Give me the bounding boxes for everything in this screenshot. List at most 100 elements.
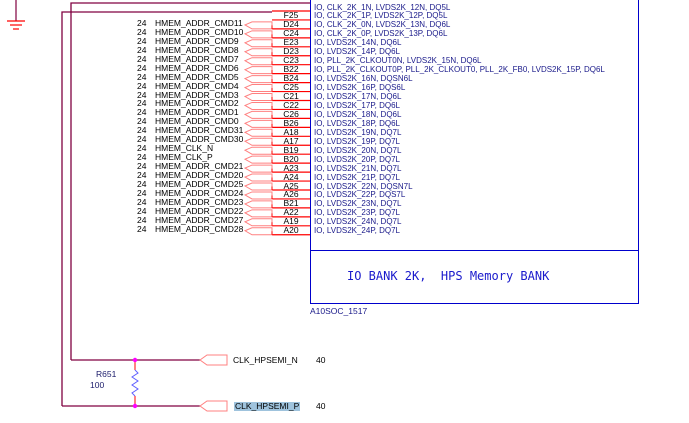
pin-number: A18 <box>283 126 299 137</box>
port-label-clk-p[interactable]: CLK_HPSEMI_P <box>234 401 301 411</box>
net-label[interactable]: HMEM_ADDR_CMD24 <box>155 187 244 198</box>
pin-number: B22 <box>283 64 299 75</box>
net-label[interactable]: HMEM_ADDR_CMD6 <box>155 62 239 73</box>
pin-number: C25 <box>283 82 299 93</box>
net-page-ref: 24 <box>137 89 147 100</box>
resistor-ref[interactable]: R651 <box>96 369 117 379</box>
net-label[interactable]: HMEM_ADDR_CMD7 <box>155 53 239 64</box>
net-label[interactable]: HMEM_ADDR_CMD22 <box>155 205 244 216</box>
pin-function: IO, CLK_2K_0N, LVDS2K_13N, DQ6L <box>314 20 451 30</box>
net-label[interactable]: HMEM_ADDR_CMD1 <box>155 107 239 118</box>
net-page-ref: 24 <box>137 44 147 55</box>
wire-clk-p <box>61 11 272 406</box>
net-page-ref: 24 <box>137 214 147 225</box>
net-label[interactable]: HMEM_ADDR_CMD0 <box>155 116 239 127</box>
pin-number: A24 <box>283 171 299 182</box>
net-label[interactable]: HMEM_ADDR_CMD3 <box>155 89 239 100</box>
pin-number: B19 <box>283 144 299 155</box>
bank-title: IO BANK 2K, HPS Memory BANK <box>347 269 550 283</box>
pin-function: IO, LVDS2K_18N, DQ6L <box>314 109 402 119</box>
pin-number: C24 <box>283 28 299 39</box>
net-port-icon <box>243 110 273 119</box>
pin-number: C22 <box>283 99 299 110</box>
net-port-icon <box>243 200 273 209</box>
net-port-icon <box>243 155 273 164</box>
net-page-ref: 24 <box>137 134 147 145</box>
pin-function: IO, LVDS2K_18P, DQ6L <box>314 118 400 128</box>
pin-function: IO, CLK_2K_0P, LVDS2K_13P, DQ6L <box>314 29 448 39</box>
pin-function: IO, LVDS2K_17P, DQ6L <box>314 100 400 110</box>
component-body <box>310 0 639 304</box>
net-label[interactable]: HMEM_ADDR_CMD21 <box>155 161 244 172</box>
net-port-icon <box>243 209 273 218</box>
pin-number: B21 <box>283 198 299 209</box>
pin-function: IO, LVDS2K_14P, DQ6L <box>314 47 400 57</box>
net-label[interactable]: HMEM_CLK_N <box>155 143 214 154</box>
pin-function: IO, PLL_2K_CLKOUT0P, PLL_2K_CLKOUT0, PLL… <box>314 65 605 75</box>
pin-number: F25 <box>283 10 299 21</box>
net-label[interactable]: HMEM_ADDR_CMD23 <box>155 196 244 207</box>
junction-dot <box>132 357 138 363</box>
net-port-icon <box>243 39 273 48</box>
net-label[interactable]: HMEM_ADDR_CMD25 <box>155 179 244 189</box>
net-port-icon <box>243 21 273 30</box>
net-page-ref: 24 <box>137 125 147 136</box>
net-port-icon <box>243 84 273 93</box>
net-label[interactable]: HMEM_ADDR_CMD20 <box>155 170 244 181</box>
pin-number: C21 <box>283 91 299 101</box>
net-page-ref: 24 <box>137 223 147 234</box>
net-label[interactable]: HMEM_ADDR_CMD5 <box>155 71 239 82</box>
net-port-icon <box>243 66 273 75</box>
net-label[interactable]: HMEM_ADDR_CMD8 <box>155 44 239 55</box>
net-label[interactable]: HMEM_CLK_P <box>155 152 213 163</box>
port-page-clk-p: 40 <box>316 401 326 411</box>
resistor-icon <box>131 369 139 397</box>
pin-function: IO, CLK_2K_1P, LVDS2K_12P, DQ5L <box>314 11 448 21</box>
pin-function: IO, LVDS2K_19N, DQ7L <box>314 127 402 137</box>
net-port-icon <box>243 218 273 227</box>
pin-number: A19 <box>283 216 299 227</box>
pin-function: IO, LVDS2K_19P, DQ7L <box>314 136 400 146</box>
net-port-icon <box>243 93 273 101</box>
net-label[interactable]: HMEM_ADDR_CMD4 <box>155 80 239 91</box>
pin-number: A22 <box>283 207 299 218</box>
port-label-clk-n[interactable]: CLK_HPSEMI_N <box>233 355 298 365</box>
wire-clk-n <box>70 2 310 360</box>
net-label[interactable]: HMEM_ADDR_CMD31 <box>155 125 244 136</box>
junction-dot <box>132 403 138 409</box>
pin-number: C26 <box>283 108 299 119</box>
pin-function: IO, LVDS2K_24N, DQ7L <box>314 217 402 227</box>
pin-function: IO, PLL_2K_CLKOUT0N, LVDS2K_15N, DQ6L <box>314 56 482 66</box>
pin-number: D24 <box>283 19 299 30</box>
net-port-icon <box>243 30 273 39</box>
net-label[interactable]: HMEM_ADDR_CMD30 <box>155 134 244 145</box>
net-label[interactable]: HMEM_ADDR_CMD9 <box>155 35 239 46</box>
pin-function: IO, LVDS2K_21P, DQ7L <box>314 172 400 182</box>
net-label[interactable]: HMEM_ADDR_CMD27 <box>155 214 244 225</box>
pin-number: B24 <box>283 73 299 84</box>
resistor-value: 100 <box>90 380 105 390</box>
net-page-ref: 24 <box>137 80 147 91</box>
net-label[interactable]: HMEM_ADDR_CMD10 <box>155 26 244 37</box>
net-label[interactable]: HMEM_ADDR_CMD2 <box>155 98 239 109</box>
pin-number: A25 <box>283 180 299 191</box>
net-label[interactable]: HMEM_ADDR_CMD28 <box>155 223 244 234</box>
component-ref[interactable]: A10SOC_1517 <box>310 306 368 316</box>
pin-function: IO, CLK_2K_1N, LVDS2K_12N, DQ5L <box>314 2 451 12</box>
net-label[interactable]: HMEM_ADDR_CMD11 <box>155 17 243 28</box>
net-page-ref: 24 <box>137 17 147 28</box>
net-page-ref: 24 <box>137 53 147 64</box>
pin-number: A20 <box>283 225 299 236</box>
pin-function: IO, LVDS2K_22P, DQS7L <box>314 190 406 200</box>
net-page-ref: 24 <box>137 143 147 154</box>
net-page-ref: 24 <box>137 62 147 73</box>
pin-function: IO, LVDS2K_22N, DQSN7L <box>314 181 413 191</box>
net-port-icon <box>243 57 273 66</box>
net-page-ref: 24 <box>137 205 147 216</box>
net-page-ref: 24 <box>137 187 147 198</box>
net-page-ref: 24 <box>137 107 147 118</box>
net-page-ref: 24 <box>137 98 147 109</box>
pin-function: IO, LVDS2K_20N, DQ7L <box>314 145 402 155</box>
pin-number: B20 <box>283 153 299 164</box>
